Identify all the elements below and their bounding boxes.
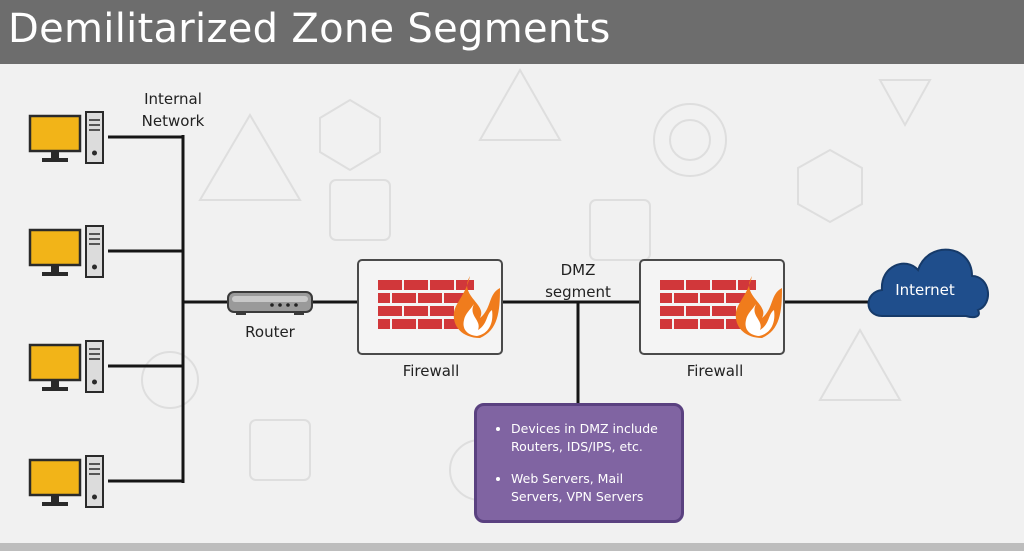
dmz-segment-label: DMZ segment [544, 259, 612, 303]
dmz-label-line1: DMZ [560, 261, 596, 279]
workstation-icon [28, 110, 105, 165]
page-title: Demilitarized Zone Segments [8, 6, 611, 52]
network-links [108, 135, 872, 483]
firewall-icon [639, 259, 785, 355]
internal-network-label-line1: Internal [144, 90, 202, 108]
firewall-icon [357, 259, 503, 355]
firewall-left-label: Firewall [402, 362, 460, 380]
workstation-icon [28, 224, 105, 279]
dmz-servers-item: Web Servers, Mail Servers, VPN Servers [511, 470, 675, 506]
workstation-icon [28, 339, 105, 394]
internal-network-label-line2: Network [141, 112, 205, 130]
router-icon [227, 291, 313, 315]
dmz-devices-item: Devices in DMZ include Routers, IDS/IPS,… [511, 420, 675, 456]
dmz-label-line2: segment [545, 283, 611, 301]
internet-label: Internet [895, 281, 955, 299]
router-label: Router [245, 323, 295, 341]
dmz-devices-box: Devices in DMZ include Routers, IDS/IPS,… [474, 403, 684, 523]
bottom-bar [0, 543, 1024, 551]
internal-network-label: Internal Network [140, 88, 206, 132]
firewall-right-label: Firewall [686, 362, 744, 380]
workstation-icon [28, 454, 105, 509]
title-bar: Demilitarized Zone Segments [0, 0, 1024, 64]
cloud-icon [867, 248, 989, 319]
